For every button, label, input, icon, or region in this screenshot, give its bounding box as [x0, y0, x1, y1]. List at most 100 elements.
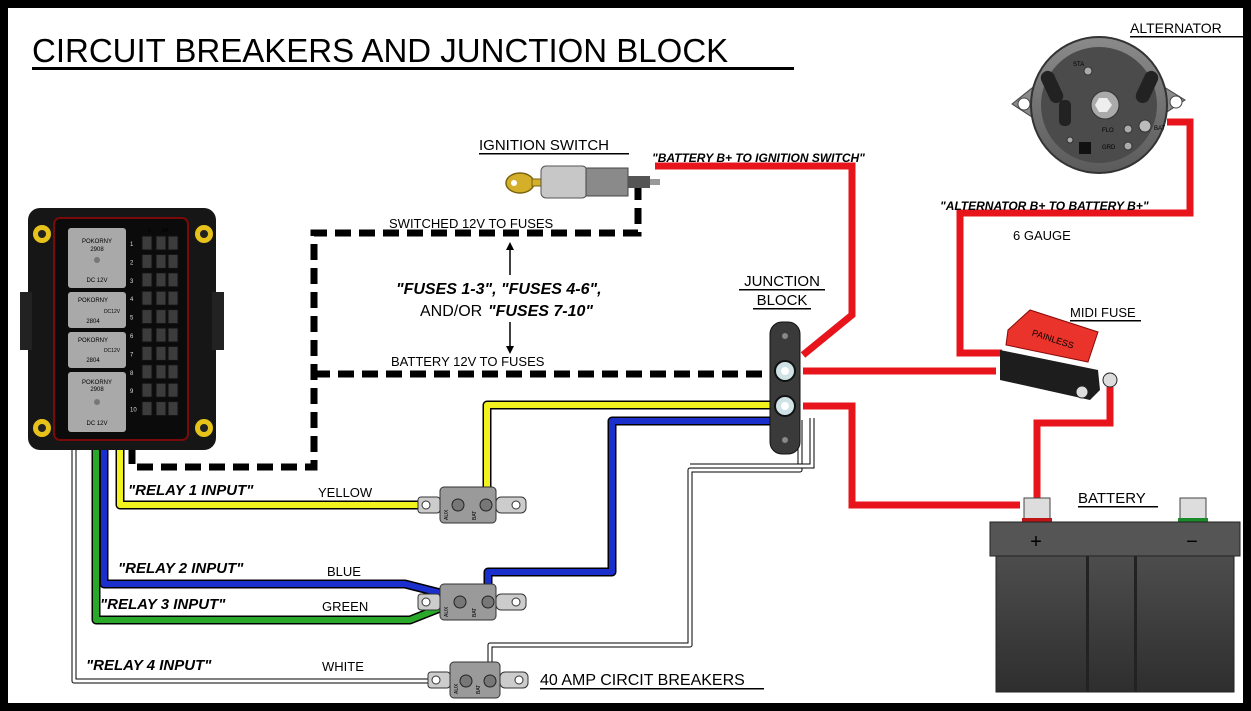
positive-sign: + — [1030, 531, 1042, 553]
fuse-slot — [155, 235, 167, 251]
relay-text: DC 12V — [86, 278, 107, 284]
junction-block: JUNCTION BLOCK — [739, 273, 825, 455]
fuse-column-label: A — [148, 228, 152, 234]
alt-terminal-label: FLO — [1102, 128, 1114, 134]
relay-text: DC12V — [104, 348, 121, 354]
relay3-label: "RELAY 3 INPUT" — [100, 596, 226, 613]
midi-fuse-label: MIDI FUSE — [1070, 305, 1136, 320]
relay-text: 2908 — [90, 387, 104, 393]
fuse-slot — [141, 345, 153, 361]
battery: BATTERY + − — [989, 490, 1241, 693]
positive-terminal-icon — [1023, 497, 1051, 521]
negative-sign: − — [1186, 531, 1198, 553]
white-wire — [71, 418, 815, 684]
alt-terminal-label: GRD — [1102, 145, 1116, 151]
fuse-number: 7 — [130, 352, 134, 358]
relay: POKORNY DC12V 2804 — [68, 292, 126, 328]
red-wires — [655, 118, 1194, 509]
circuit-breaker: AUX BAT — [417, 583, 527, 621]
relay-text: DC12V — [104, 309, 121, 315]
black-dashed-wires — [128, 188, 778, 471]
relay-text: POKORNY — [78, 298, 108, 304]
fuse-slot — [141, 272, 153, 288]
diagram-title: CIRCUIT BREAKERS AND JUNCTION BLOCK — [32, 32, 728, 69]
fuse-slot — [167, 345, 179, 361]
gauge-label: 6 GAUGE — [1013, 228, 1071, 243]
alt-to-battery-label: "ALTERNATOR B+ TO BATTERY B+" — [940, 199, 1149, 213]
alternator-label: ALTERNATOR — [1130, 20, 1222, 36]
relay: POKORNY DC12V 2804 — [68, 332, 126, 368]
relay-fuse-box: POKORNY 2908 DC 12V POKORNY DC12V 2804 P… — [20, 208, 224, 450]
fuse-slot — [167, 364, 179, 380]
fuse-number: 10 — [130, 408, 137, 414]
breaker-terminal-label: BAT — [472, 608, 478, 617]
breaker-terminal-label: AUX — [444, 509, 450, 520]
fuse-number: 4 — [130, 297, 134, 303]
alt-terminal-label: STA — [1073, 62, 1084, 68]
fuse-slot — [141, 235, 153, 251]
relay-text: 2804 — [86, 319, 100, 325]
relay-text: 2804 — [86, 358, 100, 364]
relay-text: POKORNY — [78, 338, 108, 344]
fuse-slot — [167, 253, 179, 269]
breakers-label: 40 AMP CIRCIT BREAKERS — [540, 672, 745, 689]
relay-text: DC 12V — [86, 421, 107, 427]
fuse-slot — [155, 401, 167, 417]
ignition-switch: IGNITION SWITCH — [479, 137, 660, 199]
battery-to-ignition-label: "BATTERY B+ TO IGNITION SWITCH" — [652, 151, 865, 165]
fuse-number: 2 — [130, 260, 134, 266]
fuse-number: 8 — [130, 371, 134, 377]
fuses-note-line1: "FUSES 1-3", "FUSES 4-6", — [396, 281, 602, 298]
fuse-number: 9 — [130, 389, 134, 395]
junction-block-label: BLOCK — [757, 292, 808, 309]
fuse-slot — [141, 290, 153, 306]
fuse-slot — [155, 290, 167, 306]
ignition-switch-label: IGNITION SWITCH — [479, 137, 609, 154]
fuse-slot — [167, 290, 179, 306]
yellow-wire-label: YELLOW — [318, 485, 373, 500]
relay: POKORNY 2908 DC 12V — [68, 228, 126, 288]
white-wire-label: WHITE — [322, 659, 364, 674]
relay4-label: "RELAY 4 INPUT" — [86, 657, 212, 674]
fuse-slot — [155, 253, 167, 269]
blue-wire-label: BLUE — [327, 564, 361, 579]
relay-text: POKORNY — [82, 239, 112, 245]
fuse-slot — [155, 364, 167, 380]
fuse-slot — [141, 401, 153, 417]
alternator: ALTERNATOR STA FLO BAT GRD — [1011, 20, 1244, 174]
relay-text: 2908 — [90, 247, 104, 253]
battery-label: BATTERY — [1078, 490, 1146, 507]
blue-wire — [99, 416, 778, 603]
fuses-note-prefix: AND/OR — [420, 303, 482, 320]
fuse-slot — [155, 309, 167, 325]
fuse-slot — [167, 401, 179, 417]
fuse-slot — [141, 309, 153, 325]
relay-text: POKORNY — [82, 380, 112, 386]
green-wire — [91, 448, 460, 625]
breaker-terminal-label: BAT — [472, 511, 478, 520]
relay: POKORNY 2908 DC 12V — [68, 372, 126, 432]
arrow-down-icon — [506, 346, 514, 354]
negative-terminal-icon — [1179, 497, 1207, 521]
fuse-number: 5 — [130, 316, 134, 322]
battery-12v-label: BATTERY 12V TO FUSES — [391, 354, 545, 369]
breaker-terminal-label: AUX — [454, 683, 460, 694]
relay1-label: "RELAY 1 INPUT" — [128, 482, 254, 499]
junction-block-label: JUNCTION — [744, 273, 820, 290]
fuse-slot — [167, 272, 179, 288]
fuse-slot — [167, 309, 179, 325]
midi-fuse: MIDI FUSE PAINLESS — [1000, 305, 1141, 400]
fuse-slot — [167, 327, 179, 343]
relay2-label: "RELAY 2 INPUT" — [118, 560, 244, 577]
title-underline — [32, 67, 794, 70]
fuse-slot — [155, 272, 167, 288]
breaker-terminal-label: BAT — [476, 685, 482, 694]
fuse-slot — [141, 364, 153, 380]
switched-12v-label: SWITCHED 12V TO FUSES — [389, 216, 554, 231]
fuses-note: "FUSES 1-3", "FUSES 4-6", AND/OR "FUSES … — [396, 242, 602, 354]
circuit-breaker: AUX BAT — [417, 486, 527, 524]
circuit-breaker: AUX BAT — [427, 661, 529, 699]
fuse-slot — [167, 235, 179, 251]
